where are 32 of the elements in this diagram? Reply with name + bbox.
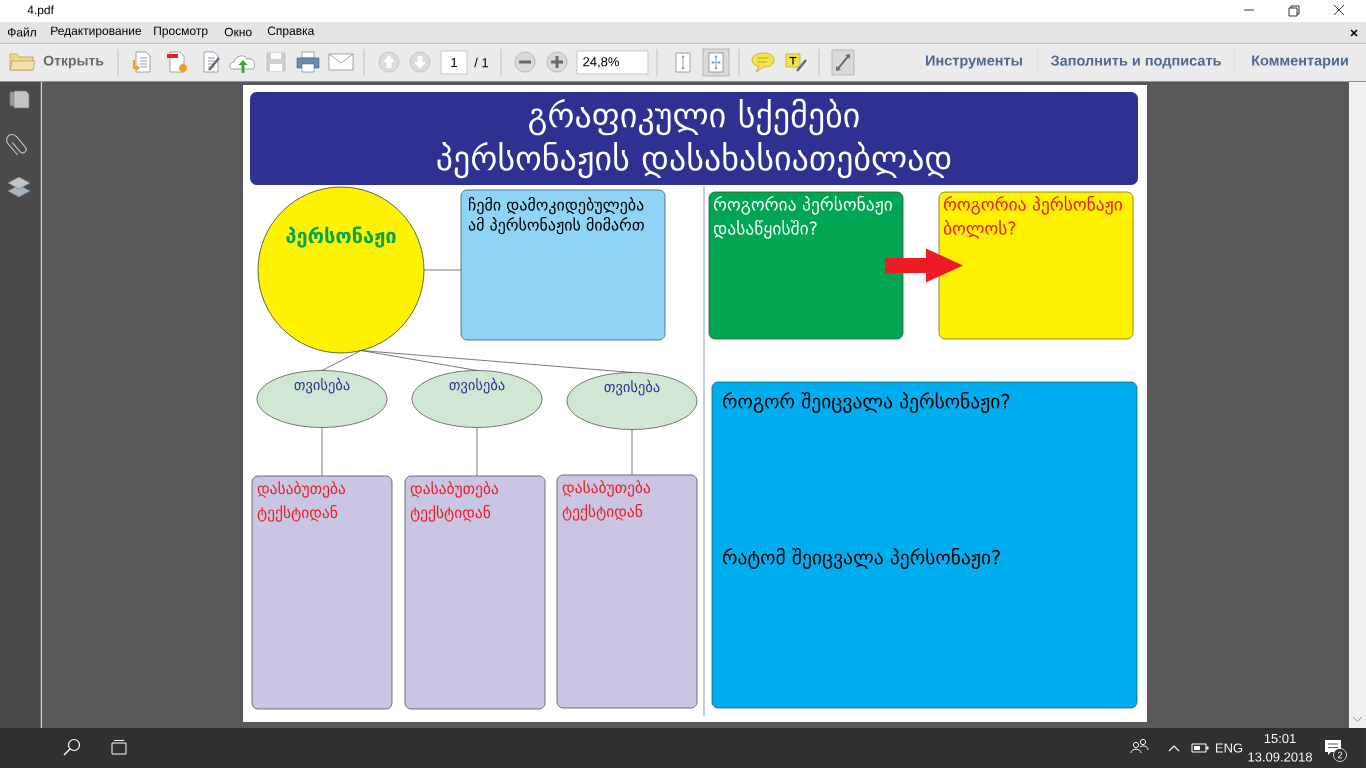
text-box: როგორია პერსონაჟი ბოლოს? <box>938 191 1134 340</box>
connector-line <box>360 350 633 373</box>
page-number-field: 1 <box>440 50 468 75</box>
text-box: დასაბუთება ტექსტიდან <box>251 475 393 710</box>
menu-item: Редактирование <box>51 26 142 38</box>
text-box: ჩემი დამოკიდებულება ამ პერსონაჟის მიმართ <box>460 189 666 341</box>
zoom-field: 24,8% <box>576 50 649 75</box>
text-box: როგორ შეიცვალა პერსონაჟი? რატომ შეიცვალა პერსონაჟი? <box>711 381 1138 709</box>
connector-line <box>631 429 633 476</box>
tab-label: Комментарии <box>1252 55 1348 69</box>
connector-line <box>423 269 462 271</box>
block-arrow <box>885 248 963 283</box>
clock-time: 15:01 <box>1264 733 1296 744</box>
page-count: / 1 <box>474 57 489 68</box>
clock-date: 13.09.2018 <box>1248 752 1312 762</box>
menu-item: Окно <box>224 27 252 37</box>
connector-line <box>321 427 323 477</box>
menu-item: Справка <box>267 26 315 38</box>
menu-item: Файл <box>7 27 36 37</box>
text-box: დასაბუთება ტექსტიდან <box>556 474 698 709</box>
text-box: დასაბუთება ტექსტიდან <box>404 475 546 710</box>
toolbar-label: Открыть <box>43 55 104 69</box>
connector-line <box>360 350 478 371</box>
menu-item: Просмотр <box>154 26 208 38</box>
notification-count: 2 <box>1337 751 1343 759</box>
tab-label: Заполнить и подписать <box>1050 55 1221 69</box>
text-box: როგორია პერსონაჟი დასაწყისში? <box>708 191 904 340</box>
window-title: 4.pdf <box>27 5 54 17</box>
title-banner: გრაფიკული სქემები პერსონაჟის დასახასიათებლად <box>250 92 1138 185</box>
language-indicator: ENG <box>1216 743 1243 753</box>
connector-line <box>476 427 478 477</box>
tab-label: Инструменты <box>926 55 1022 69</box>
